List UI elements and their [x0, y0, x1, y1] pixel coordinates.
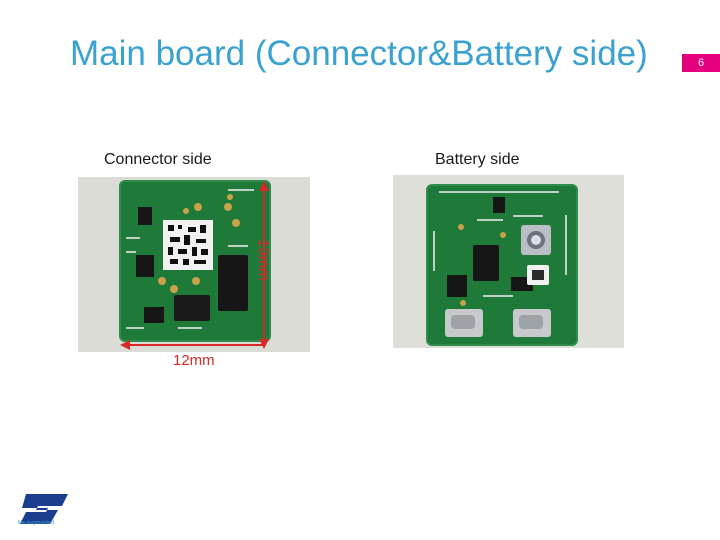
battery-side-caption: Battery side	[435, 151, 520, 168]
battery-side-photo	[393, 175, 624, 348]
st-logo-icon	[20, 494, 68, 524]
height-dimension-label: 13mm	[255, 239, 272, 281]
tagline: life.augmented	[18, 520, 55, 526]
connector-side-caption: Connector side	[104, 151, 212, 168]
connector-side-photo	[78, 177, 310, 352]
width-dimension-label: 12mm	[173, 352, 215, 369]
page-number-badge: 6	[682, 54, 720, 72]
slide-title: Main board (Connector&Battery side)	[70, 34, 648, 73]
